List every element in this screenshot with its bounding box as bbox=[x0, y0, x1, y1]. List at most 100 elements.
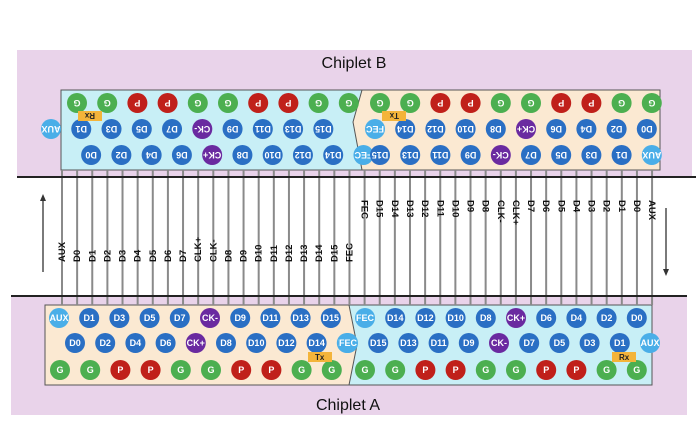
clock-bump: CK+ bbox=[185, 333, 206, 353]
power-bump: P bbox=[581, 93, 602, 113]
bump-label: P bbox=[558, 98, 564, 108]
bump-label: AUX bbox=[49, 313, 68, 323]
bump-label: D15 bbox=[315, 124, 332, 134]
bump-label: CK+ bbox=[203, 150, 221, 160]
bump-label: G bbox=[298, 365, 305, 375]
bump-label: G bbox=[618, 98, 625, 108]
clock-bump: CK- bbox=[490, 145, 511, 165]
trace-label: D12 bbox=[284, 245, 295, 262]
data-bump: D13 bbox=[398, 333, 419, 353]
power-bump: P bbox=[248, 93, 269, 113]
data-bump: D13 bbox=[290, 308, 311, 328]
bump-label: D0 bbox=[641, 124, 653, 134]
bump-label: D5 bbox=[136, 124, 148, 134]
clock-bump: CK- bbox=[489, 333, 509, 353]
bump-label: CK- bbox=[194, 124, 210, 134]
bump-label: D13 bbox=[285, 124, 302, 134]
bump-label: G bbox=[315, 98, 322, 108]
data-bump: D3 bbox=[579, 333, 600, 353]
power-bump: P bbox=[140, 360, 161, 380]
data-bump: D4 bbox=[576, 119, 597, 139]
data-bump: D11 bbox=[428, 333, 449, 353]
bump-label: P bbox=[255, 98, 261, 108]
power-bump: P bbox=[566, 360, 587, 380]
bump-label: D7 bbox=[525, 150, 537, 160]
bump-label: CK- bbox=[493, 150, 509, 160]
data-bump: D14 bbox=[385, 308, 406, 328]
data-bump: D14 bbox=[323, 145, 344, 165]
trace-label: CLK+ bbox=[193, 236, 204, 262]
bump-label: G bbox=[392, 365, 399, 375]
trace-label: D7 bbox=[178, 250, 189, 262]
data-bump: D6 bbox=[546, 119, 567, 139]
bump-label: D15 bbox=[370, 338, 387, 348]
bump-label: D5 bbox=[554, 338, 566, 348]
data-bump: D2 bbox=[596, 308, 617, 328]
data-bump: D15 bbox=[368, 333, 389, 353]
bump-label: P bbox=[268, 365, 274, 375]
tag-label: Rx bbox=[619, 353, 630, 362]
data-bump: D10 bbox=[262, 145, 283, 165]
ground-bump: G bbox=[97, 93, 118, 113]
data-bump: D3 bbox=[109, 308, 130, 328]
fec-bump: FEC bbox=[353, 145, 374, 165]
bump-label: D10 bbox=[457, 124, 474, 134]
bump-label: D7 bbox=[174, 313, 186, 323]
bump-label: G bbox=[497, 98, 504, 108]
bump-label: D0 bbox=[69, 338, 81, 348]
bump-label: FEC bbox=[365, 124, 384, 134]
bump-label: D1 bbox=[614, 338, 626, 348]
bump-label: D11 bbox=[255, 124, 271, 134]
power-bump: P bbox=[231, 360, 252, 380]
trace-label: CLK- bbox=[495, 200, 506, 223]
data-bump: D8 bbox=[232, 145, 253, 165]
fec-bump: FEC bbox=[355, 308, 375, 328]
bump-label: D0 bbox=[85, 150, 97, 160]
trace-label: D14 bbox=[389, 200, 400, 218]
chiplet-b-array-border bbox=[60, 89, 661, 171]
bump-label: G bbox=[512, 365, 519, 375]
data-bump: D10 bbox=[246, 333, 267, 353]
bump-label: G bbox=[345, 98, 352, 108]
bump-label: D10 bbox=[248, 338, 265, 348]
bump-label: CK- bbox=[491, 338, 507, 348]
ground-bump: G bbox=[370, 93, 390, 113]
bump-label: D0 bbox=[631, 313, 643, 323]
bump-label: P bbox=[148, 365, 154, 375]
data-bump: D15 bbox=[320, 308, 341, 328]
data-bump: D11 bbox=[252, 119, 273, 139]
bump-label: D2 bbox=[99, 338, 111, 348]
bump-label: G bbox=[482, 365, 489, 375]
clock-bump: CK- bbox=[200, 308, 220, 328]
bump-label: D13 bbox=[400, 338, 417, 348]
data-bump: D2 bbox=[95, 333, 116, 353]
trace-label: D12 bbox=[419, 200, 430, 217]
power-bump: P bbox=[430, 93, 451, 113]
bump-label: G bbox=[648, 98, 655, 108]
data-bump: D0 bbox=[636, 119, 657, 139]
bump-label: G bbox=[87, 365, 94, 375]
data-bump: D15 bbox=[370, 145, 390, 165]
bump-label: D12 bbox=[278, 338, 295, 348]
bump-label: D4 bbox=[130, 338, 142, 348]
ground-bump: G bbox=[475, 360, 496, 380]
bump-label: P bbox=[453, 365, 459, 375]
rx-tag: Rx bbox=[612, 352, 636, 362]
trace-label: D6 bbox=[163, 250, 174, 262]
data-bump: D7 bbox=[169, 308, 190, 328]
rx-tag: Rx bbox=[78, 111, 102, 121]
data-bump: D9 bbox=[460, 145, 481, 165]
data-bump: D12 bbox=[425, 119, 446, 139]
data-bump: D2 bbox=[111, 145, 132, 165]
trace-label: D13 bbox=[404, 200, 415, 217]
data-bump: D4 bbox=[125, 333, 146, 353]
bump-label: D9 bbox=[463, 338, 475, 348]
chiplet-a-title: Chiplet A bbox=[316, 397, 380, 414]
bump-label: P bbox=[238, 365, 244, 375]
data-bump: D15 bbox=[313, 119, 334, 139]
bump-label: D2 bbox=[611, 124, 623, 134]
bump-label: D11 bbox=[262, 313, 278, 323]
bump-label: D11 bbox=[431, 338, 447, 348]
bump-label: D2 bbox=[116, 150, 128, 160]
